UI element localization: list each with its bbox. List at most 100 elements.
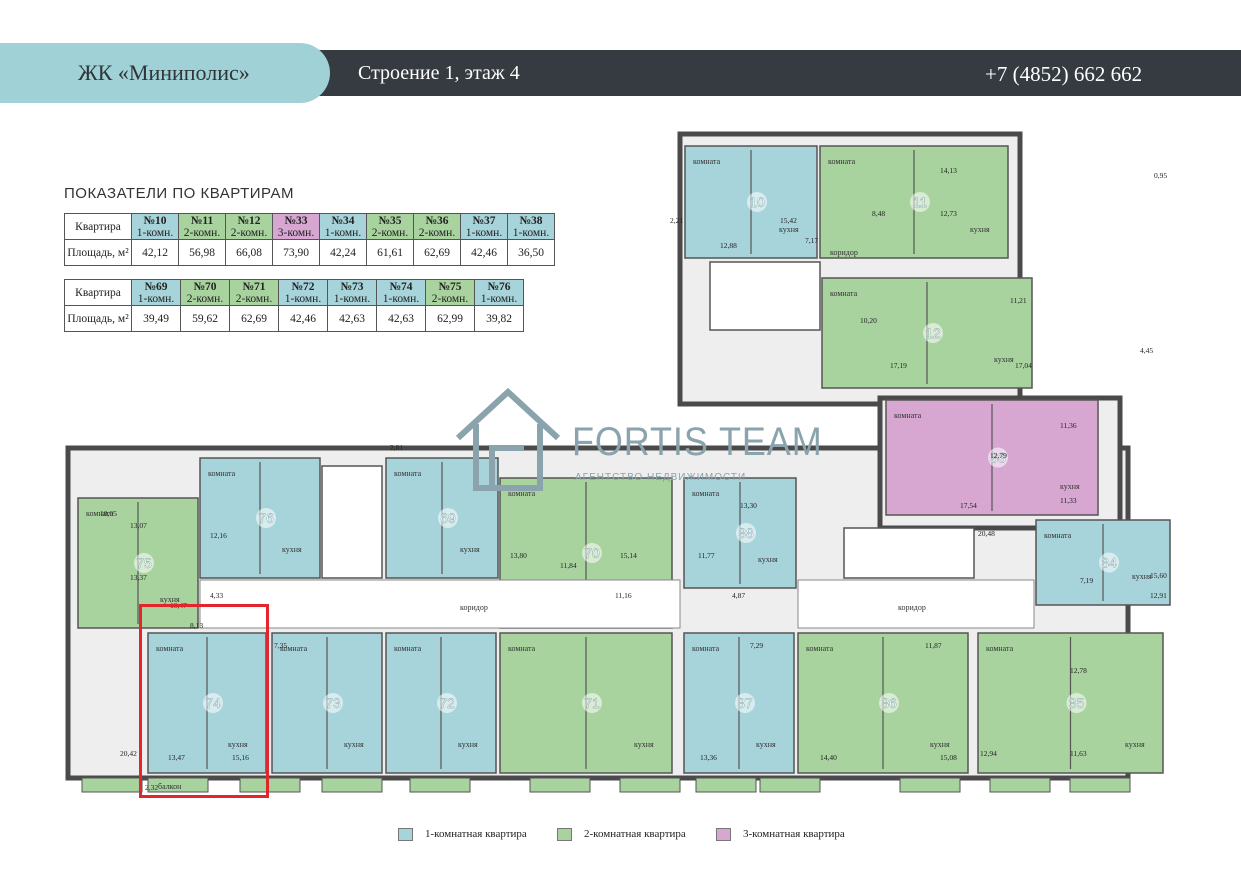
room-area-value: 8,48 xyxy=(872,209,885,218)
room-label: кухня xyxy=(779,225,799,234)
room-label: кухня xyxy=(160,595,180,604)
apartment-type: 1-комн. xyxy=(465,226,503,239)
apartment-number-label: 34 xyxy=(1101,555,1117,571)
room-area-value: 15,14 xyxy=(620,551,637,560)
room-area-value: 15,42 xyxy=(780,216,797,225)
apartment-number: №75 xyxy=(438,280,462,293)
room-area-value: 7,29 xyxy=(750,641,763,650)
phone-number[interactable]: +7 (4852) 662 662 xyxy=(985,62,1143,86)
apartment-number-badge xyxy=(735,693,755,713)
apartment-number-label: 37 xyxy=(737,695,753,711)
balcony xyxy=(1069,777,1131,793)
room-label: комната xyxy=(1044,531,1072,540)
apartment-number: №69 xyxy=(144,280,168,293)
room-area-value: 10,05 xyxy=(100,509,117,518)
room-label: комната xyxy=(692,644,720,653)
apartment-number-label: 73 xyxy=(325,695,341,711)
apartment-type: 2-комн. xyxy=(431,292,469,305)
room-area-value: 10,20 xyxy=(860,316,877,325)
room-label: комната xyxy=(208,469,236,478)
room-area-value: 14,13 xyxy=(940,166,957,175)
room-area-value: 12,94 xyxy=(980,749,997,758)
apartment-area: 61,61 xyxy=(366,239,414,266)
apartment-number-badge xyxy=(438,508,458,528)
corridor-label: коридор xyxy=(898,603,926,612)
apartment-number-badge xyxy=(923,323,943,343)
apartment-area: 42,46 xyxy=(278,305,328,332)
room-area-value: 4,45 xyxy=(1140,346,1153,355)
apartment-number: №70 xyxy=(193,280,217,293)
room-area-value: 15,16 xyxy=(232,753,249,762)
apartment-number: №73 xyxy=(340,280,364,293)
apartment-number: №11 xyxy=(190,214,214,227)
legend-two-room: 2-комнатная квартира xyxy=(557,828,686,841)
balcony xyxy=(239,777,301,793)
apartment-number-label: 72 xyxy=(439,695,455,711)
room-area-value: 17,04 xyxy=(1015,361,1032,370)
stairwell-left xyxy=(321,465,383,579)
apartment-number-label: 71 xyxy=(584,695,600,711)
balcony xyxy=(619,777,681,793)
room-area-value: 20,48 xyxy=(978,529,995,538)
apartment-number: №72 xyxy=(291,280,315,293)
apartment-number: №12 xyxy=(237,214,261,227)
room-label: кухня xyxy=(970,225,990,234)
room-area-value: 11,77 xyxy=(698,551,715,560)
room-area-value: 11,84 xyxy=(560,561,577,570)
apartment-number-badge xyxy=(323,693,343,713)
corridor-lower-right xyxy=(797,579,1035,629)
house-logo-icon xyxy=(455,387,561,491)
apartment-number: №33 xyxy=(284,214,308,227)
apartment-number-label: 12 xyxy=(925,325,941,341)
room-label: кухня xyxy=(634,740,654,749)
header-title-pill xyxy=(0,43,330,103)
room-area-value: 12,88 xyxy=(720,241,737,250)
apartment-area: 42,12 xyxy=(131,239,179,266)
apartment-number-badge xyxy=(1066,693,1087,713)
room-area-value: 14,40 xyxy=(820,753,837,762)
building-floor: Строение 1, этаж 4 xyxy=(358,62,520,84)
apartment-number-badge xyxy=(879,693,899,713)
apartment-number-label: 69 xyxy=(440,510,456,526)
room-label: кухня xyxy=(460,545,480,554)
apartment-area: 62,99 xyxy=(425,305,475,332)
balcony xyxy=(529,777,591,793)
apartment-number-label: 36 xyxy=(881,695,897,711)
balcony xyxy=(989,777,1051,793)
apartment-number-badge xyxy=(1099,552,1119,573)
room-area-value: 7,17 xyxy=(805,236,818,245)
apartment-type: 3-комн. xyxy=(277,226,315,239)
apartment-number: №74 xyxy=(389,280,413,293)
room-area-value: 11,87 xyxy=(925,641,942,650)
room-area-value: 11,63 xyxy=(1070,749,1087,758)
apartment-number: №71 xyxy=(242,280,266,293)
selected-apartment-highlight xyxy=(139,604,269,798)
corridor-lower-left xyxy=(199,579,681,629)
room-label: кухня xyxy=(228,740,248,749)
apartment-type: 2-комн. xyxy=(230,226,268,239)
apartment-type: 1-комн. xyxy=(512,226,550,239)
room-area-value: 17,54 xyxy=(960,501,977,510)
apartment-area: 39,49 xyxy=(131,305,181,332)
room-area-value: 11,16 xyxy=(615,591,632,600)
room-area-value: 7,35 xyxy=(274,641,287,650)
apartment-number: №37 xyxy=(472,214,496,227)
room-area-value: 15,08 xyxy=(940,753,957,762)
apartment-number-badge xyxy=(736,523,756,543)
floor-plan: 10комнатакухня11комнатакухня12комнатакух… xyxy=(65,131,1171,793)
apartment-area: 42,63 xyxy=(376,305,426,332)
balcony-label: балкон xyxy=(158,782,182,791)
apartment-area: 66,08 xyxy=(225,239,273,266)
apartment-number-badge xyxy=(134,553,154,573)
room-label: комната xyxy=(394,469,422,478)
room-area-value: 8,13 xyxy=(190,621,203,630)
room-label: кухня xyxy=(1060,482,1080,491)
room-label: комната xyxy=(894,411,922,420)
room-area-value: 12,78 xyxy=(1070,666,1087,675)
